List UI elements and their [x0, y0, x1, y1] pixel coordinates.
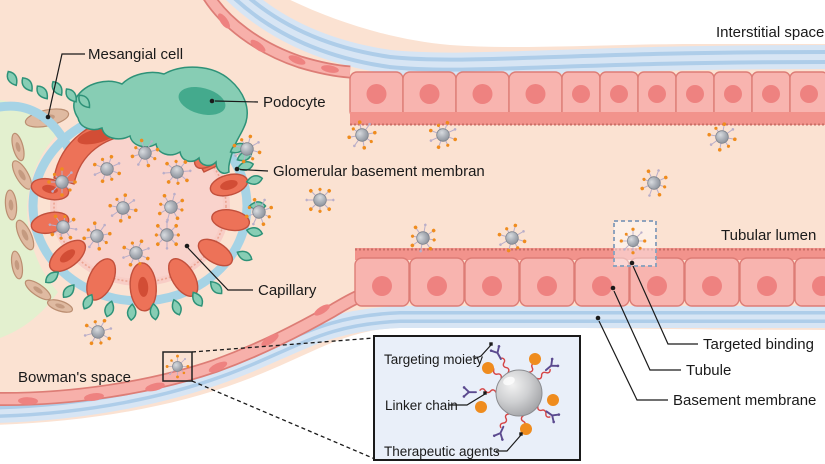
podocyte-cell: [73, 66, 248, 174]
mesangial-cells: [4, 108, 74, 313]
tubular-lumen-label: Tubular lumen: [721, 227, 816, 244]
targeted-binding-label: Targeted binding: [703, 336, 814, 353]
brush-border-upper: [350, 112, 825, 125]
basement-membrane-label: Basement membrane: [673, 392, 816, 409]
top-basement-membrane-band: [226, 0, 825, 77]
tubule-label: Tubule: [686, 362, 731, 379]
zoom-connector-top: [191, 337, 375, 353]
zoom-connector-bottom: [191, 380, 376, 460]
linker-chain-label: Linker chain: [385, 398, 458, 413]
podocyte-label: Podocyte: [263, 94, 326, 111]
bowmans-space-label: Bowman's space: [18, 369, 131, 386]
nanoparticle-core: [495, 369, 543, 417]
interstitial-space-label: Interstitial space: [716, 24, 824, 41]
therapeutic-agents: [475, 353, 559, 435]
gbm-label: Glomerular basement membran: [273, 163, 485, 180]
inset-frame: [373, 335, 581, 461]
tubule-epithelium-lower: [354, 248, 825, 307]
bottom-basement-membrane-band: [0, 306, 825, 423]
nanoparticle-inset: Targeting moiety Linker chain Therapeuti…: [373, 335, 581, 461]
bowmans-capsule-wall-bottom: [0, 289, 363, 407]
brush-border-lower: [355, 248, 825, 260]
capillary-label: Capillary: [258, 282, 317, 299]
targeted-binding-highlight: [613, 220, 657, 267]
labels: Mesangial cell Podocyte Glomerular basem…: [18, 24, 824, 409]
tubule-epithelium-upper: [349, 71, 825, 126]
therapeutic-agents-label: Therapeutic agents: [384, 444, 500, 459]
mesangial-cell-label: Mesangial cell: [88, 46, 183, 63]
core-highlight: [503, 376, 515, 386]
targeting-moiety-label: Targeting moiety: [384, 352, 483, 367]
zoom-source-box: [162, 351, 193, 382]
bowmans-capsule-wall-top: [203, 0, 351, 79]
mesangial-matrix: [0, 100, 58, 338]
interstitial-space-area: [290, 0, 825, 47]
